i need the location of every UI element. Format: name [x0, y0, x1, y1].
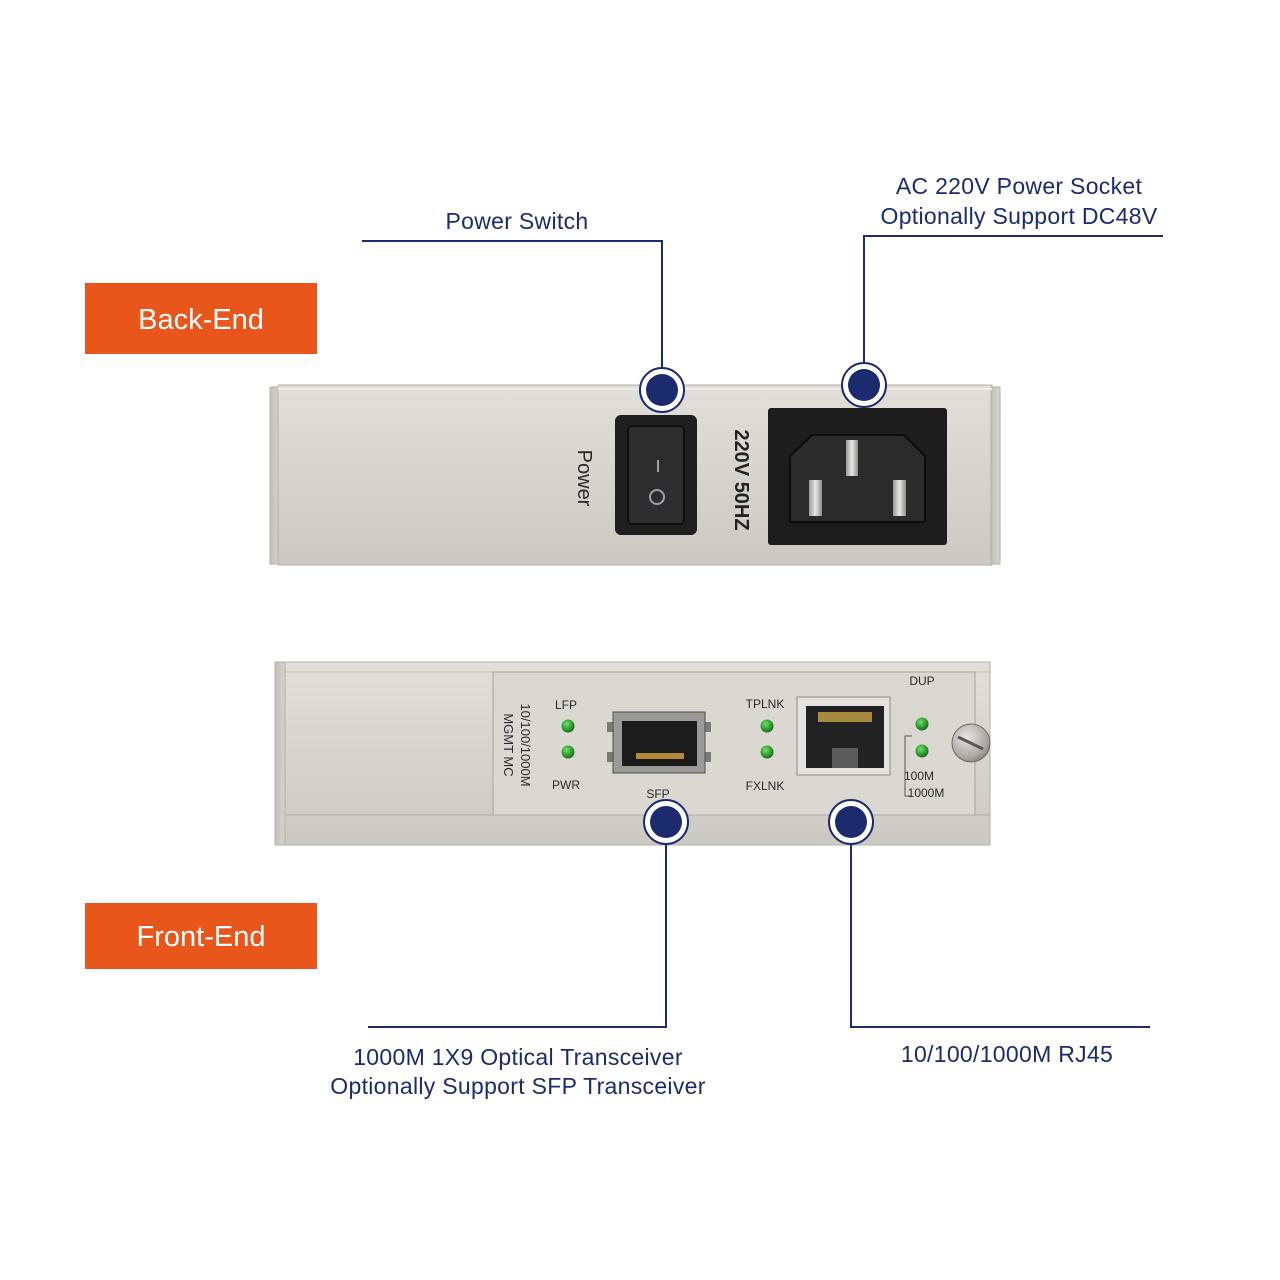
speed-1000-label: 1000M — [908, 786, 945, 800]
sfp-label: SFP — [646, 787, 669, 801]
callout-marker-icon — [841, 362, 887, 408]
callout-dot-power-socket — [848, 369, 880, 401]
power-rocker-icon — [615, 415, 697, 535]
back-end-label: Back-End — [85, 283, 317, 354]
led-pwr — [561, 745, 575, 759]
model-line-2: MGMT MC — [501, 713, 516, 776]
rj45-callout: 10/100/1000M RJ45 — [901, 1041, 1113, 1067]
power-socket-leader — [863, 235, 1163, 363]
front-end-label-text: Front-End — [137, 921, 266, 953]
speed-100-label: 100M — [904, 769, 934, 783]
socket-left-pin — [809, 480, 822, 516]
rj45-leader — [850, 844, 1150, 1028]
rocker-face — [627, 425, 685, 525]
sfp-contacts — [636, 753, 684, 759]
led-dup-label: DUP — [909, 674, 934, 688]
rj45-port-icon — [796, 696, 891, 776]
callout-dot-power-switch — [646, 374, 678, 406]
power-socket-callout-line-1: AC 220V Power Socket — [896, 173, 1143, 199]
led-speed — [915, 744, 929, 758]
ac-socket-icon — [768, 408, 947, 545]
callout-marker-icon — [828, 799, 874, 845]
callout-marker-icon — [643, 799, 689, 845]
sfp-tab-left-top — [607, 722, 614, 732]
led-fxlnk-label: FXLNK — [746, 779, 785, 793]
led-dup — [915, 717, 929, 731]
power-switch-label: Power — [573, 450, 595, 507]
back-right-flange — [990, 386, 1001, 565]
voltage-label: 220V 50HZ — [730, 429, 752, 530]
optical-callout-line-2: Optionally Support SFP Transceiver — [330, 1073, 705, 1099]
model-line-1: 10/100/1000M — [518, 703, 533, 786]
sfp-tab-right-top — [704, 722, 711, 732]
optical-callout-line-1: 1000M 1X9 Optical Transceiver — [353, 1044, 683, 1070]
front-left-flange — [274, 661, 286, 846]
optical-leader — [368, 844, 667, 1028]
front-end-label: Front-End — [85, 903, 317, 969]
sfp-slot — [622, 721, 697, 766]
led-pwr-label: PWR — [552, 778, 580, 792]
socket-earth-pin — [846, 440, 858, 476]
sfp-tab-left-bottom — [607, 752, 614, 762]
sfp-port-icon — [607, 711, 711, 774]
rj45-contacts — [818, 712, 872, 722]
rocker-off-mark — [649, 489, 665, 505]
screw-slot — [957, 735, 984, 751]
front-faceplate — [492, 671, 976, 816]
led-tplnk — [760, 719, 774, 733]
power-switch-leader — [362, 240, 663, 368]
callout-dot-rj45 — [835, 806, 867, 838]
led-lfp-label: LFP — [555, 698, 577, 712]
led-fxlnk — [760, 745, 774, 759]
front-panel-device: 10/100/1000M MGMT MC LFP PWR SFP TPLNK F… — [274, 661, 991, 846]
led-tplnk-label: TPLNK — [746, 697, 785, 711]
socket-right-pin — [893, 480, 906, 516]
speed-bracket — [904, 735, 912, 797]
power-socket-callout-line-2: Optionally Support DC48V — [881, 203, 1158, 229]
sfp-tab-right-bottom — [704, 752, 711, 762]
back-end-label-bg — [85, 283, 317, 354]
socket-recess — [789, 434, 926, 523]
back-end-label-text: Back-End — [138, 304, 264, 336]
callout-marker-icon — [639, 367, 685, 413]
back-panel-device: Power 220V 50HZ — [269, 384, 1001, 566]
callout-dot-optical — [650, 806, 682, 838]
led-lfp — [561, 719, 575, 733]
screw-icon — [951, 723, 991, 763]
rj45-latch-notch — [832, 748, 858, 768]
power-switch-callout: Power Switch — [446, 208, 589, 234]
front-end-label-bg — [85, 903, 317, 969]
